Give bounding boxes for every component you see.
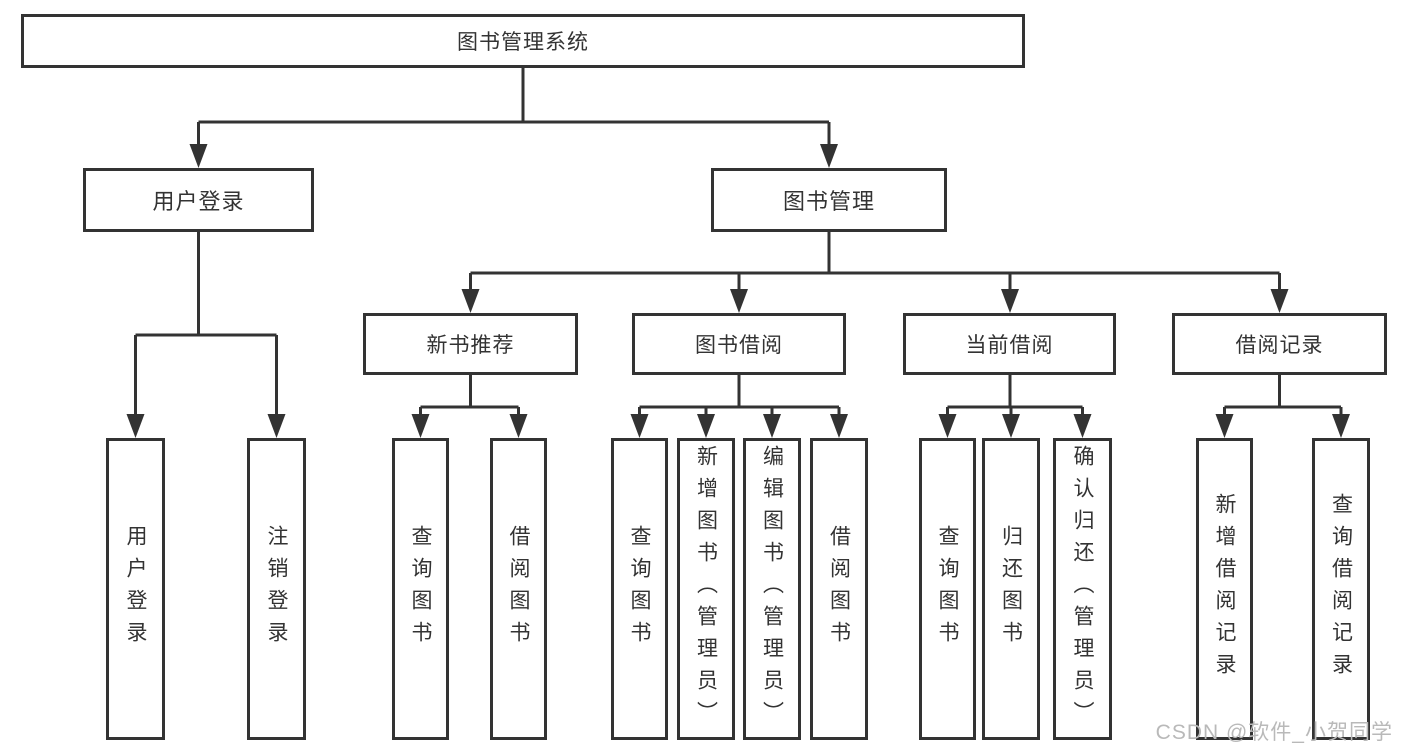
leaf-add-borrow-record-label: 新增借阅记录: [1213, 493, 1236, 685]
arrowhead-icon: [1332, 414, 1350, 438]
leaf-query-books-current-label: 查询图书: [936, 525, 959, 653]
node-root: 图书管理系统: [21, 14, 1025, 68]
arrowhead-icon: [730, 289, 748, 313]
arrowhead-icon: [938, 414, 957, 438]
connector-book-management-to-sections: [469, 232, 1281, 293]
leaf-query-books-borrowing-label: 查询图书: [628, 525, 651, 653]
arrowhead-icon: [820, 144, 838, 168]
leaf-borrow-books-borrowing: 借阅图书: [810, 438, 868, 740]
node-new-book-recommend: 新书推荐: [363, 313, 578, 375]
node-book-management: 图书管理: [711, 168, 947, 232]
leaf-query-books-newbook: 查询图书: [392, 438, 449, 740]
connector-current-borrowing-to-leaves: [946, 375, 1084, 418]
leaf-add-book-admin: 新增图书（管理员）: [677, 438, 735, 740]
leaf-edit-book-admin: 编辑图书（管理员）: [743, 438, 801, 740]
leaf-logout: 注销登录: [247, 438, 306, 740]
node-new-book-recommend-label: 新书推荐: [426, 334, 515, 357]
leaf-add-borrow-record: 新增借阅记录: [1196, 438, 1253, 740]
node-book-management-label: 图书管理: [782, 189, 875, 214]
connector-borrowing-records-to-leaves: [1223, 375, 1343, 418]
leaf-user-login: 用户登录: [106, 438, 165, 740]
node-root-label: 图书管理系统: [457, 31, 589, 54]
arrowhead-icon: [509, 414, 528, 438]
connector-book-borrowing-to-leaves: [638, 375, 841, 418]
arrowhead-icon: [1001, 289, 1019, 313]
arrowhead-icon: [126, 414, 145, 438]
arrowhead-icon: [1270, 289, 1289, 313]
leaf-borrow-books-newbook-label: 借阅图书: [507, 525, 530, 653]
arrowhead-icon: [697, 414, 715, 438]
node-borrowing-records-label: 借阅记录: [1235, 334, 1324, 357]
leaf-add-book-admin-label: 新增图书（管理员）: [694, 445, 718, 733]
node-book-borrowing-label: 图书借阅: [695, 334, 783, 357]
leaf-return-books-label: 归还图书: [999, 525, 1023, 653]
node-current-borrowing: 当前借阅: [903, 313, 1116, 375]
connector-new-book-to-leaves: [419, 375, 520, 418]
node-book-borrowing: 图书借阅: [632, 313, 846, 375]
arrowhead-icon: [189, 144, 208, 168]
node-borrowing-records: 借阅记录: [1172, 313, 1387, 375]
arrowhead-icon: [630, 414, 649, 438]
arrowhead-icon: [1073, 414, 1092, 438]
arrowhead-icon: [411, 414, 430, 438]
node-user-login-label: 用户登录: [152, 189, 245, 214]
leaf-confirm-return-admin-label: 确认归还（管理员）: [1071, 445, 1094, 733]
leaf-edit-book-admin-label: 编辑图书（管理员）: [760, 445, 784, 733]
leaf-borrow-books-borrowing-label: 借阅图书: [827, 525, 851, 653]
leaf-query-borrow-record-label: 查询借阅记录: [1329, 493, 1353, 685]
arrowhead-icon: [763, 414, 781, 438]
arrowhead-icon: [830, 414, 848, 438]
arrowhead-icon: [1002, 414, 1020, 438]
leaf-borrow-books-newbook: 借阅图书: [490, 438, 547, 740]
connector-user-login-to-leaves: [134, 232, 278, 418]
node-user-login: 用户登录: [83, 168, 314, 232]
leaf-return-books: 归还图书: [982, 438, 1040, 740]
arrowhead-icon: [1215, 414, 1234, 438]
connector-root-to-level2: [197, 68, 831, 148]
leaf-confirm-return-admin: 确认归还（管理员）: [1053, 438, 1112, 740]
leaf-query-books-borrowing: 查询图书: [611, 438, 668, 740]
node-current-borrowing-label: 当前借阅: [965, 334, 1054, 357]
leaf-query-books-newbook-label: 查询图书: [409, 525, 432, 653]
arrowhead-icon: [461, 289, 480, 313]
leaf-logout-label: 注销登录: [265, 525, 288, 653]
csdn-watermark: CSDN @软件_小贺同学: [1155, 721, 1393, 744]
leaf-query-borrow-record: 查询借阅记录: [1312, 438, 1370, 740]
leaf-user-login-label: 用户登录: [124, 525, 147, 653]
arrowhead-icon: [267, 414, 286, 438]
leaf-query-books-current: 查询图书: [919, 438, 976, 740]
